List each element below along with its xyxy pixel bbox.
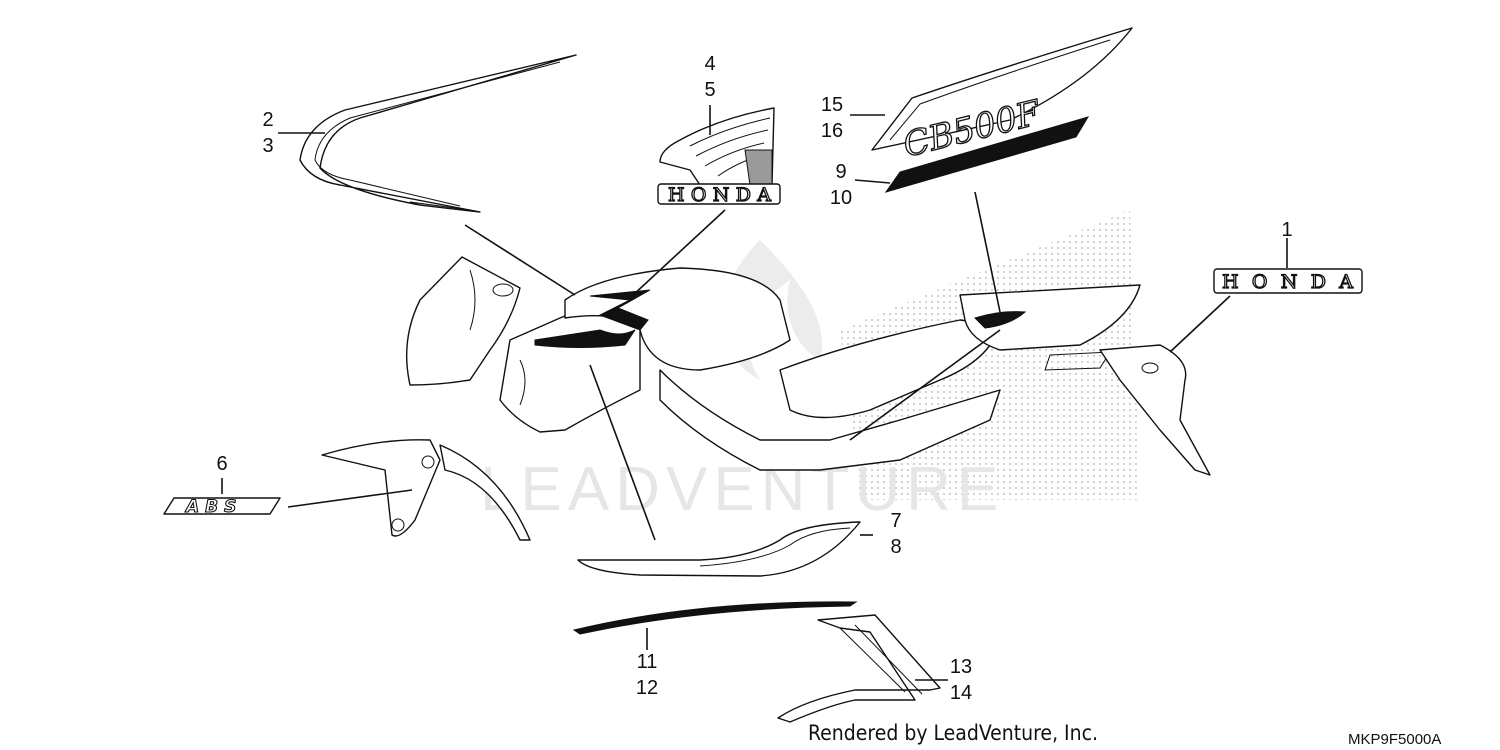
callout-14: 14 — [950, 682, 972, 704]
abs-logo: ABS — [184, 497, 242, 517]
callout-1: 1 — [1281, 219, 1292, 241]
stripe-2-3 — [299, 54, 577, 213]
callout-5: 5 — [704, 79, 715, 101]
wing-emblem-4-5: HONDA — [657, 107, 781, 207]
honda-small-logo: HONDA — [668, 184, 772, 206]
stripe-13-14 — [777, 614, 941, 723]
callout-6: 6 — [216, 453, 227, 475]
callouts: 1 2 3 4 5 6 7 8 9 10 11 12 13 14 15 16 — [216, 53, 1292, 704]
stripe-11-12 — [572, 601, 858, 635]
callout-10: 10 — [830, 187, 852, 209]
stripe-7-8 — [577, 521, 861, 577]
footer-credit: Rendered by LeadVenture, Inc. — [808, 721, 1098, 745]
honda-large-emblem-1: HONDA — [1213, 268, 1363, 294]
callout-12: 12 — [636, 677, 658, 699]
honda-large-logo: HONDA — [1222, 271, 1354, 293]
callout-16: 16 — [821, 120, 843, 142]
callout-4: 4 — [704, 53, 715, 75]
callout-9: 9 — [835, 161, 846, 183]
callout-2: 2 — [262, 109, 273, 131]
callout-3: 3 — [262, 135, 273, 157]
watermark-text: LEADVENTURE — [480, 455, 1004, 524]
diagram-code: MKP9F5000A — [1348, 731, 1441, 748]
callout-7: 7 — [890, 510, 901, 532]
callout-8: 8 — [890, 536, 901, 558]
leader-lines — [221, 105, 1288, 681]
callout-11: 11 — [637, 651, 658, 673]
motorcycle-body — [321, 256, 1211, 541]
callout-13: 13 — [950, 656, 972, 678]
callout-15: 15 — [821, 94, 843, 116]
abs-emblem-6: ABS — [163, 496, 281, 518]
